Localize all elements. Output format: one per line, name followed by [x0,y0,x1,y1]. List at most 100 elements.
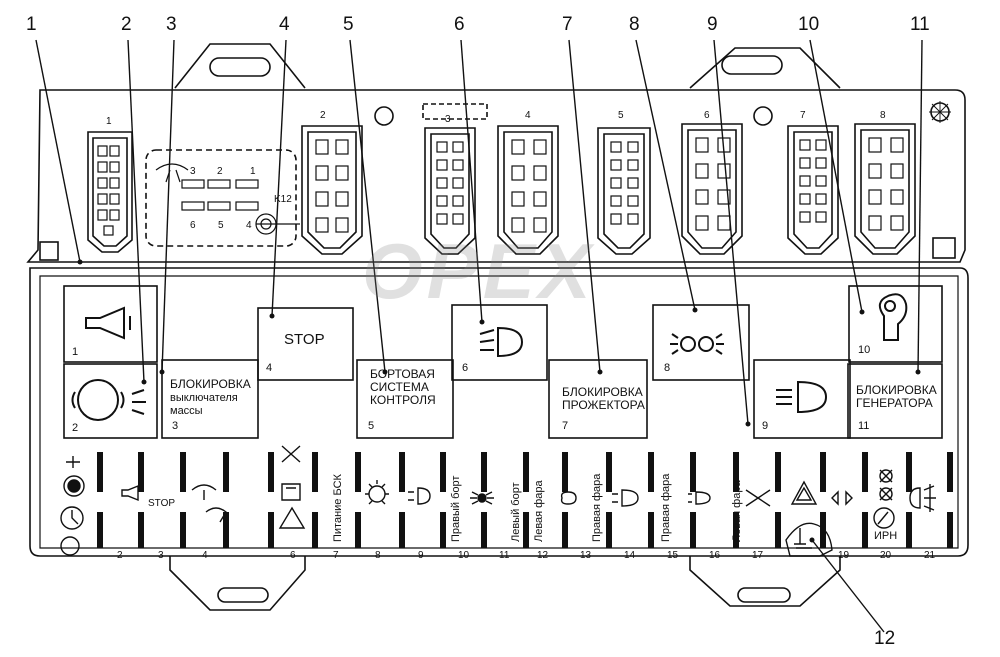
connector-label-7: 7 [800,110,806,121]
fuse-num-9: 9 [418,550,424,561]
lamp-num-8: 8 [664,362,671,374]
lamp-blk-mass-line2: выключателя [170,392,238,404]
leader-dots [77,259,921,543]
fuse-pravaya-fara-1: Правая фара [591,473,603,542]
relay-group [155,163,300,235]
lamp-num-4: 4 [266,362,273,374]
lamp-bsk-line1: БОРТОВАЯ [370,367,435,381]
callout-2: 2 [121,14,132,35]
connector-label-4: 4 [525,110,531,121]
fuse-num-4: 4 [202,550,208,561]
lamp-bsk-line3: КОНТРОЛЯ [370,393,436,407]
callout-4: 4 [279,14,290,35]
connector-3 [424,127,476,255]
fuse-num-10: 10 [458,550,470,561]
fuse-num-2: 2 [117,550,123,561]
relay-num-3: 3 [190,166,196,177]
fuse-num-7: 7 [333,550,339,561]
fuse-row [97,452,953,548]
relay-num-2: 2 [217,166,223,177]
watermark: OPEX [362,227,595,315]
mounting-tab-bottom-right [689,556,841,607]
fuse-num-11: 11 [499,550,510,561]
connector-1 [87,131,133,253]
lamp-blk-mass-line3: массы [170,405,203,417]
callout-11: 11 [910,14,930,35]
relay-num-6: 6 [190,220,196,231]
relay-num-1: 1 [250,166,256,177]
connector-label-3: 3 [445,114,451,125]
connector-8 [854,123,916,255]
mounting-tab-bottom-left [169,556,306,611]
lamp-icon [878,293,908,341]
lamp-num-5: 5 [368,420,375,432]
lamp-blk-proj-line1: БЛОКИРОВКА [562,385,643,399]
relay-num-4: 4 [246,220,252,231]
lamp-num-10: 10 [858,344,871,356]
fuse-num-12: 12 [537,550,549,561]
lamp-stop-label: STOP [284,331,325,348]
mounting-tab-top-left [174,43,306,89]
lamp-blk-proj-line2: ПРОЖЕКТОРА [562,398,645,412]
housing-outline [26,89,966,263]
lamp-blk-gen-line1: БЛОКИРОВКА [856,383,937,397]
callout-6: 6 [454,14,465,35]
relay-k-label: K12 [274,194,292,205]
mounting-tab-top-right [689,47,841,89]
connector-6 [681,123,743,255]
lamp-num-1: 1 [72,346,79,358]
lamp-num-2: 2 [72,422,79,434]
turn-signal-icon [831,490,853,506]
fuse-num-20: 20 [880,550,892,561]
horn-icon [85,306,131,340]
lamp-num-11: 11 [858,420,870,432]
connector-label-6: 6 [704,110,710,121]
connector-label-8: 8 [880,110,886,121]
connector-7 [787,125,839,255]
relay-num-5: 5 [218,220,224,231]
socket-icon [785,522,833,557]
relay-area [145,149,297,247]
fuse-levy-bort: Левый борт [510,482,522,542]
fog-light-icon [909,484,936,512]
fuse-pravaya-fara-2: Правая фара [660,473,672,542]
callout-1: 1 [26,14,37,35]
fuse-num-14: 14 [624,550,636,561]
connector-2 [301,125,363,255]
high-beam-icon [776,380,828,414]
connector-label-1: 1 [106,116,112,127]
callout-8: 8 [629,14,640,35]
lamp-blk-mass-line1: БЛОКИРОВКА [170,377,251,391]
connector-label-2: 2 [320,110,326,121]
hazard-icon [790,480,818,505]
callout-10: 10 [798,14,820,35]
wiper-icon [155,163,189,183]
fuel-icon [281,483,301,501]
lamp-num-6: 6 [462,362,469,374]
fuse-num-17: 17 [752,550,764,561]
callout-7: 7 [562,14,573,35]
callout-5: 5 [343,14,354,35]
lamp-icon-small [368,485,386,503]
fuse-pitanie-bsk: Питание БСК [332,474,344,542]
clock-icon [63,475,85,497]
connector-label-5: 5 [618,110,624,121]
fuse-levaya-fara-1: Левая фара [533,480,545,542]
fuse-irn-label: ИРН [874,530,898,542]
lamp-blk-gen-line2: ГЕНЕРАТОРА [856,396,933,410]
warning-icon [278,506,306,529]
connector-5 [597,127,651,255]
lamp-grid [63,285,943,439]
fuse-stop-label: STOP [148,498,176,509]
low-beam-icon [479,326,524,358]
fuse-num-15: 15 [667,550,679,561]
leader-lines [35,39,923,633]
washer-icon [205,507,227,523]
connector-4 [497,125,559,255]
parking-brake-icon [71,379,146,421]
callout-12: 12 [874,628,896,649]
lamp-num-7: 7 [562,420,569,432]
fuse-num-8: 8 [375,550,381,561]
fuse-num-21: 21 [924,550,936,561]
